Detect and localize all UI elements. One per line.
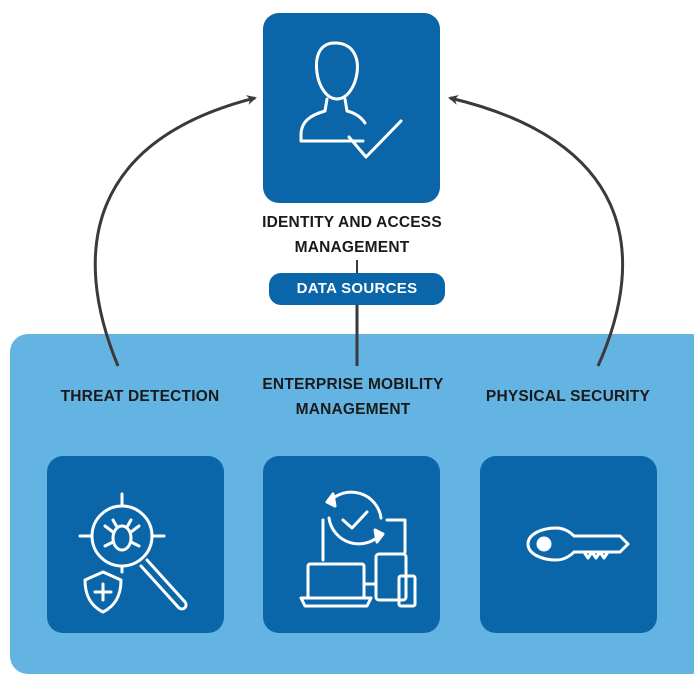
threat-search-icon xyxy=(78,492,188,614)
threat-detection-tile xyxy=(47,456,224,633)
device-sync-icon xyxy=(299,490,417,608)
physical-security-tile xyxy=(480,456,657,633)
enterprise-mobility-label: ENTERPRISE MOBILITY MANAGEMENT xyxy=(262,376,444,418)
key-icon xyxy=(526,526,630,562)
data-sources-pill: DATA SOURCES xyxy=(269,273,445,305)
iam-tile xyxy=(263,13,440,203)
arrow-physical-to-iam xyxy=(448,94,625,367)
threat-detection-label: THREAT DETECTION xyxy=(60,388,220,405)
connectors xyxy=(93,94,625,367)
iam-label: IDENTITY AND ACCESS MANAGEMENT xyxy=(262,214,442,256)
arrow-threat-to-iam xyxy=(93,95,257,367)
physical-security-label: PHYSICAL SECURITY xyxy=(485,388,651,405)
enterprise-mobility-tile xyxy=(263,456,440,633)
user-check-icon xyxy=(299,41,403,159)
